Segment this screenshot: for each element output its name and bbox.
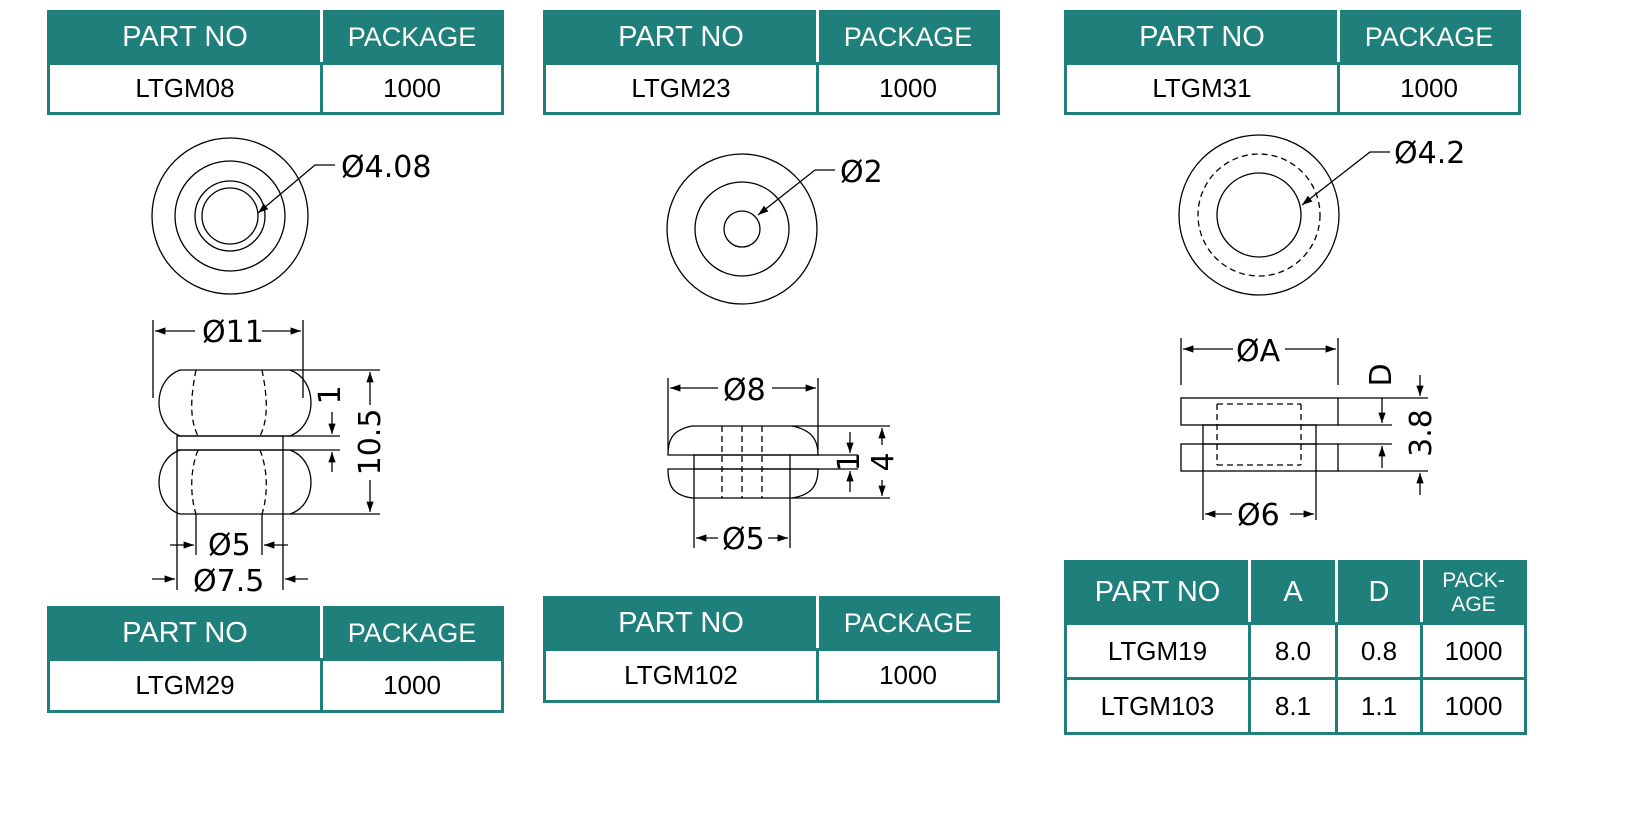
- ltgm23-top-view: [666, 153, 835, 305]
- table-ltgm08: PART NO PACKAGE LTGM08 1000: [47, 10, 504, 115]
- header-package: PACKAGE: [816, 10, 1000, 65]
- ltgm08-top-view: [151, 137, 335, 295]
- cell-a: 8.0: [1248, 622, 1338, 680]
- ltgm29-side-view: [152, 320, 380, 590]
- cell-a: 8.1: [1248, 677, 1338, 735]
- cell-package: 1000: [1337, 62, 1521, 115]
- header-package-line1: PACK-: [1442, 568, 1505, 592]
- dim-ltgm102-od: Ø8: [723, 373, 766, 408]
- header-part-no: PART NO: [1064, 10, 1340, 65]
- ltgm19-side-view: [1180, 338, 1428, 520]
- dim-ltgm102-height: 4: [866, 452, 901, 471]
- header-package: PACKAGE: [816, 596, 1000, 651]
- dim-ltgm29-inner: Ø5: [208, 528, 251, 563]
- cell-package: 1000: [320, 62, 504, 115]
- cell-package: 1000: [320, 658, 504, 713]
- dim-ltgm08-hole: Ø4.08: [341, 150, 431, 185]
- dim-ltgm31-hole: Ø4.2: [1394, 136, 1465, 171]
- header-part-no: PART NO: [47, 10, 323, 65]
- cell-part-no: LTGM19: [1064, 622, 1251, 680]
- dim-ltgm19-d: D: [1364, 363, 1399, 386]
- cell-part-no: LTGM103: [1064, 677, 1251, 735]
- dim-ltgm23-hole: Ø2: [840, 155, 883, 190]
- table-ltgm31: PART NO PACKAGE LTGM31 1000: [1064, 10, 1521, 115]
- dim-ltgm29-height: 10.5: [353, 409, 388, 476]
- dim-ltgm19-inner: Ø6: [1237, 498, 1280, 533]
- cell-d: 1.1: [1335, 677, 1423, 735]
- cell-part-no: LTGM29: [47, 658, 323, 713]
- header-package: PACKAGE: [320, 10, 504, 65]
- dim-ltgm29-od: Ø11: [202, 315, 264, 350]
- header-package: PACK- AGE: [1420, 560, 1527, 625]
- cell-package: 1000: [1420, 677, 1527, 735]
- cell-part-no: LTGM102: [543, 648, 819, 703]
- table-ltgm102: PART NO PACKAGE LTGM102 1000: [543, 596, 1000, 703]
- table-ltgm19-ltgm103: PART NO A D PACK- AGE LTGM19 8.0 0.8 100…: [1064, 560, 1527, 735]
- header-part-no: PART NO: [47, 606, 323, 661]
- cell-d: 0.8: [1335, 622, 1423, 680]
- dim-ltgm102-groove: 1: [832, 452, 867, 471]
- ltgm31-top-view: [1178, 134, 1390, 296]
- dim-ltgm29-groove: 1: [313, 385, 348, 404]
- table-ltgm23: PART NO PACKAGE LTGM23 1000: [543, 10, 1000, 115]
- header-part-no: PART NO: [543, 10, 819, 65]
- dim-ltgm19-od: ØA: [1236, 334, 1281, 369]
- dim-ltgm102-inner: Ø5: [722, 522, 765, 557]
- dim-ltgm29-mid: Ø7.5: [193, 564, 264, 599]
- cell-package: 1000: [816, 648, 1000, 703]
- header-package: PACKAGE: [320, 606, 504, 661]
- dim-ltgm19-height: 3.8: [1404, 409, 1439, 457]
- cell-package: 1000: [816, 62, 1000, 115]
- header-part-no: PART NO: [543, 596, 819, 651]
- header-part-no: PART NO: [1064, 560, 1251, 625]
- cell-package: 1000: [1420, 622, 1527, 680]
- header-a: A: [1248, 560, 1338, 625]
- cell-part-no: LTGM08: [47, 62, 323, 115]
- cell-part-no: LTGM31: [1064, 62, 1340, 115]
- header-package: PACKAGE: [1337, 10, 1521, 65]
- cell-part-no: LTGM23: [543, 62, 819, 115]
- ltgm102-side-view: [667, 378, 890, 548]
- header-package-line2: AGE: [1451, 592, 1496, 616]
- header-d: D: [1335, 560, 1423, 625]
- table-ltgm29: PART NO PACKAGE LTGM29 1000: [47, 606, 504, 713]
